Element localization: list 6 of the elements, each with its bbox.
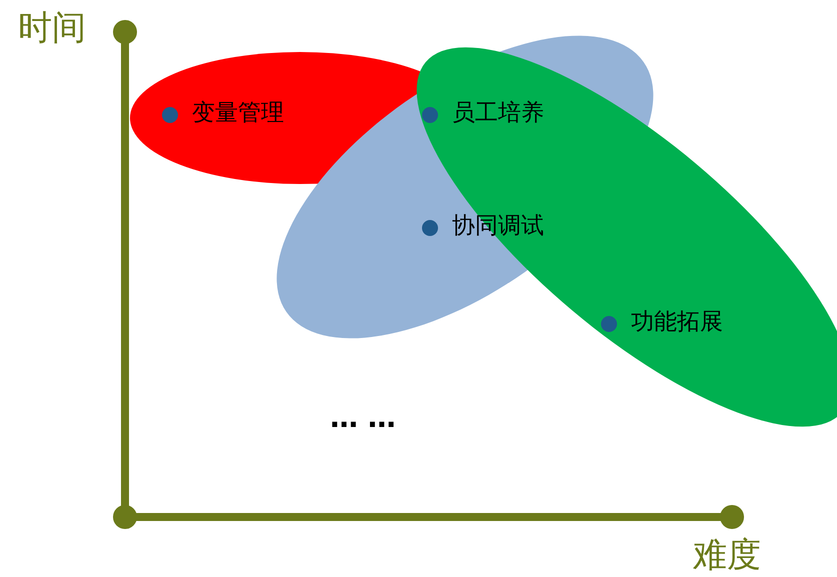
point-label: 员工培养 <box>452 101 544 126</box>
point-label: 功能拓展 <box>631 310 723 336</box>
axis-title: 时间 <box>18 10 86 48</box>
point-label: 变量管理 <box>192 101 284 126</box>
ellipsis-text: … … <box>330 403 396 434</box>
axis-title: 难度 <box>693 537 761 574</box>
